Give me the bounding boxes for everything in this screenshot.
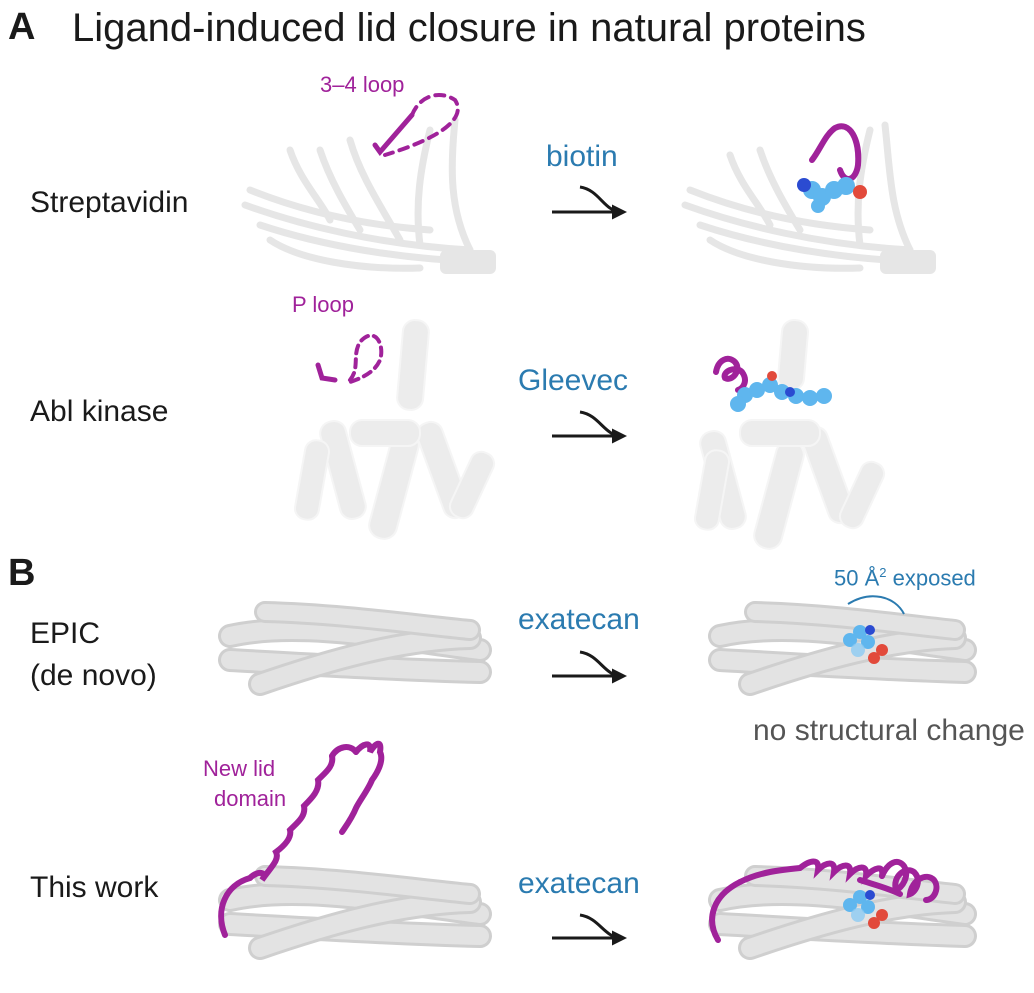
exatecan-ligand-thiswork: [843, 890, 888, 929]
streptavidin-apo-structure: [241, 116, 496, 274]
no-change-note: no structural change: [753, 714, 1025, 747]
new-lid-domain-closed: [709, 858, 940, 943]
loop-3-4-apo: [372, 93, 460, 157]
panel-a-title: Ligand-induced lid closure in natural pr…: [72, 6, 866, 50]
thiswork-holo-structure: [708, 865, 977, 960]
exatecan-ligand-epic: [843, 625, 888, 664]
epic-denovo-label: (de novo): [30, 659, 157, 692]
epic-label: EPIC: [30, 617, 101, 650]
arrow-gleevec: [552, 410, 627, 444]
streptavidin-label: Streptavidin: [30, 186, 189, 219]
lid-label-line2: domain: [214, 786, 287, 811]
exposed-annotation: 50 Å2 exposed: [834, 565, 976, 591]
streptavidin-holo-structure: [681, 121, 936, 274]
ligand-label-exatecan-thiswork: exatecan: [518, 867, 640, 900]
arrow-exatecan-thiswork: [552, 913, 627, 946]
ligand-label-gleevec: Gleevec: [518, 364, 629, 397]
exposed-suffix: exposed: [886, 565, 976, 591]
exposed-superscript: 2: [879, 565, 887, 580]
abl-holo-structure: [693, 319, 886, 550]
loop-3-4-closed: [809, 123, 862, 182]
epic-holo-structure: [708, 601, 977, 696]
exposed-value: 50 Å: [834, 565, 880, 591]
p-loop-closed: [713, 355, 748, 393]
abl-kinase-label: Abl kinase: [30, 395, 169, 428]
gleevec-ligand: [730, 371, 832, 412]
lid-label-line1: New lid: [203, 756, 276, 781]
new-lid-domain-apo: [218, 740, 385, 938]
epic-apo-structure: [218, 601, 492, 696]
exposed-annotation-arc: [847, 595, 905, 615]
abl-apo-structure: [293, 319, 496, 540]
panel-b-letter: B: [8, 552, 36, 594]
thiswork-apo-structure: [218, 865, 492, 960]
panel-a-letter: A: [8, 6, 36, 48]
biotin-ligand: [797, 177, 867, 213]
p-loop-apo: [315, 333, 384, 384]
this-work-label: This work: [30, 871, 159, 904]
ligand-label-exatecan-epic: exatecan: [518, 603, 640, 636]
loop-label-p: P loop: [292, 292, 354, 317]
arrow-exatecan-epic: [552, 650, 627, 684]
arrow-biotin: [552, 185, 627, 220]
ligand-label-biotin: biotin: [546, 140, 618, 173]
loop-label-3-4: 3–4 loop: [320, 72, 405, 97]
